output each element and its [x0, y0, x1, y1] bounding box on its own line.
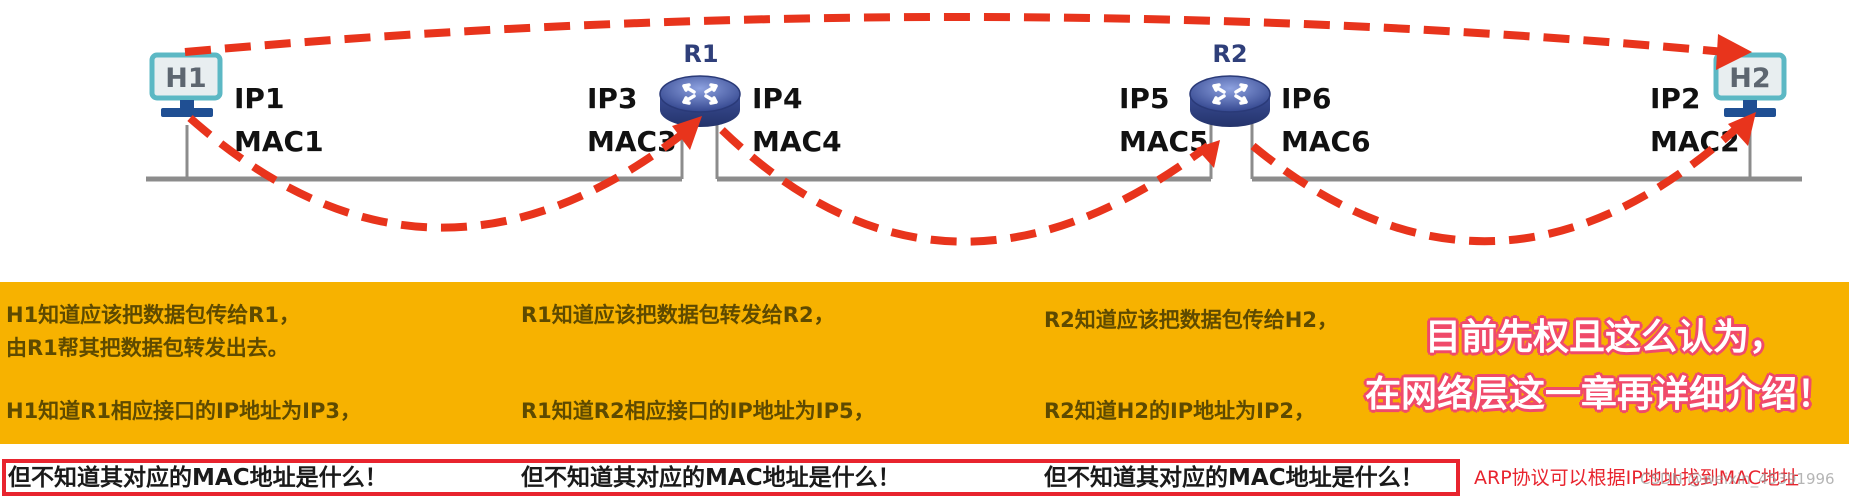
h1-mac-label: MAC1: [234, 125, 324, 158]
h1-ip-label: IP1: [234, 82, 284, 115]
arrowhead-h2-top: [1716, 34, 1752, 70]
r2-right-ip-label: IP6: [1281, 82, 1331, 115]
arp-note: ARP协议可以根据IP地址找到MAC地址: [1474, 467, 1800, 489]
col1-line3: H1知道R1相应接口的IP地址为IP3，: [6, 399, 361, 423]
col2-line3: R1知道R2相应接口的IP地址为IP5，: [521, 399, 875, 423]
r1-right-mac-label: MAC4: [752, 125, 842, 158]
router-r1-icon: [659, 75, 741, 127]
col1-line1: H1知道应该把数据包传给R1，: [6, 303, 300, 327]
arrowhead-r2: [1196, 140, 1220, 168]
r2-left-ip-label: IP5: [1119, 82, 1169, 115]
highlight-box: [2, 459, 1460, 496]
arrow-r1-to-r2: [719, 127, 1211, 246]
host-h2-label: H2: [1729, 63, 1770, 94]
arrowhead-r1: [672, 116, 702, 150]
col3-line1: R2知道应该把数据包传给H2，: [1044, 308, 1338, 332]
host-h1-label: H1: [165, 63, 206, 94]
router-r1-label: R1: [683, 40, 718, 68]
h2-ip-label: IP2: [1650, 82, 1700, 115]
note-line2: 在网络层这一章再详细介绍！: [1365, 374, 1834, 415]
col3-line3: R2知道H2的IP地址为IP2，: [1044, 399, 1315, 423]
bottom-col3: 但不知道其对应的MAC地址是什么！: [1044, 465, 1424, 491]
router-r2-label: R2: [1212, 40, 1247, 68]
arrow-h1-to-h2: [184, 13, 1726, 56]
note-line1: 目前先权且这么认为，: [1425, 317, 1786, 358]
col1-line2: 由R1帮其把数据包转发出去。: [6, 336, 289, 360]
r2-right-mac-label: MAC6: [1281, 125, 1371, 158]
bottom-col2: 但不知道其对应的MAC地址是什么！: [521, 465, 901, 491]
r1-left-mac-label: MAC3: [587, 125, 677, 158]
col2-line1: R1知道应该把数据包转发给R2，: [521, 303, 835, 327]
bottom-col1: 但不知道其对应的MAC地址是什么！: [8, 465, 388, 491]
host-h1-icon: H1: [149, 52, 223, 117]
r1-right-ip-label: IP4: [752, 82, 802, 115]
arrowhead-h2-bottom: [1728, 112, 1756, 146]
watermark: CSDN @weixin_45391996: [1640, 470, 1835, 488]
explanation-panel: [0, 282, 1849, 444]
host-h2-icon: H2: [1713, 52, 1787, 117]
r1-left-ip-label: IP3: [587, 82, 637, 115]
arrow-h1-to-r1: [187, 115, 688, 232]
router-r2-icon: [1189, 75, 1271, 127]
arrow-r2-to-h2: [1250, 125, 1740, 246]
